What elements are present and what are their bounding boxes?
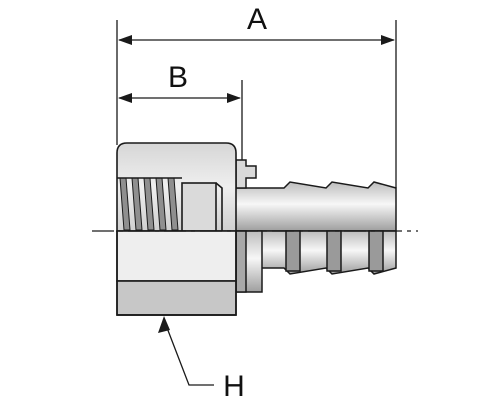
collar-upper [235,159,257,189]
dimension-a-label: A [247,3,267,36]
hex-nut [116,142,237,316]
nut-bore-step [215,182,223,231]
dimension-h-leader [163,319,214,386]
extension-lines [116,20,397,188]
nut-lower-outline [116,231,237,316]
barb-band-2 [326,230,342,272]
dimension-h: H [158,316,245,400]
barb-band-1 [285,230,301,272]
hose-tail [221,181,397,275]
dimension-h-label: H [223,370,245,400]
dimension-h-arrowhead [158,316,170,333]
nut-bore [181,182,217,232]
barb-band-3 [368,230,384,272]
dimension-b-label: B [168,61,188,94]
dimension-b: B [118,61,241,103]
hose-tail-upper [221,181,397,232]
dimension-a: A [118,3,395,45]
collar-lower-shade [235,230,247,293]
nut-lower-face [116,230,237,282]
nut-lower-flat [116,280,237,316]
